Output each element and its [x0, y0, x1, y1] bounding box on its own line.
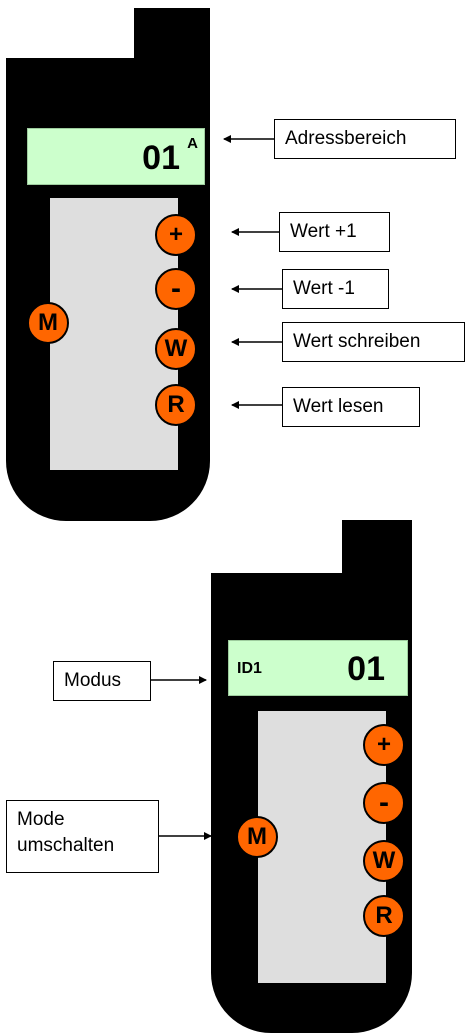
plus-button[interactable]: + [363, 724, 405, 766]
plus-button[interactable]: + [155, 214, 197, 256]
display-screen: ID1 01 [228, 640, 408, 696]
read-button[interactable]: R [363, 895, 405, 937]
minus-button[interactable]: - [363, 782, 405, 824]
device-top: 01 A + - W R M Adressbereich Wert +1 Wer… [6, 8, 465, 521]
label-mode-display-text: Modus [64, 670, 122, 691]
label-value-plus: Wert +1 [279, 212, 390, 252]
display-mode: ID1 [237, 660, 262, 677]
device-bottom: ID1 01 + - W R M Modus Mode umschalten [0, 520, 468, 1033]
antenna [134, 8, 210, 60]
label-value-write: Wert schreiben [282, 322, 465, 362]
label-mode-display: Modus [53, 661, 151, 701]
display-value: 01 [347, 650, 385, 688]
write-button[interactable]: W [363, 840, 405, 882]
label-value-minus: Wert -1 [282, 269, 389, 309]
label-value-read: Wert lesen [282, 387, 420, 427]
mode-button[interactable]: M [236, 816, 278, 858]
label-address-range: Adressbereich [274, 119, 456, 159]
antenna [342, 520, 412, 576]
minus-button[interactable]: - [155, 268, 197, 310]
display-screen: 01 A [27, 128, 205, 185]
display-value: 01 [142, 139, 180, 177]
keypad-panel [258, 711, 386, 983]
label-mode-switch-line2: umschalten [17, 835, 115, 856]
label-mode-switch: Mode umschalten [6, 800, 159, 873]
mode-button[interactable]: M [27, 302, 69, 344]
write-button[interactable]: W [155, 328, 197, 370]
read-button[interactable]: R [155, 384, 197, 426]
label-mode-switch-line1: Mode [17, 809, 65, 830]
display-superscript: A [187, 135, 198, 152]
